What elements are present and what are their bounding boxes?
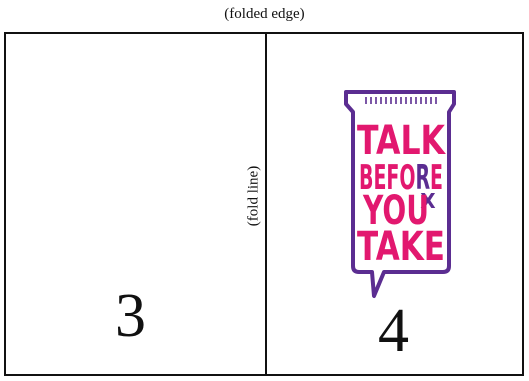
fold-line-caption: (fold line) [245, 165, 262, 227]
logo-word-before: BEFORE [359, 158, 443, 198]
talk-before-you-take-logo: TALK BEFORE X YOU TAKE [344, 90, 456, 298]
logo-bubble-frame [344, 90, 456, 298]
folded-sheet-outline [4, 32, 524, 376]
logo-word-you: YOU [362, 188, 429, 234]
fold-line [265, 32, 267, 376]
bottle-cap-ticks [365, 97, 437, 104]
logo-word-take: TAKE [357, 224, 445, 270]
page-number-left: 3 [115, 282, 146, 350]
logo-rx-subscript: X [420, 189, 436, 213]
folded-edge-caption: (folded edge) [224, 6, 305, 22]
page-number-right: 4 [378, 297, 409, 365]
logo-word-talk: TALK [357, 118, 447, 164]
